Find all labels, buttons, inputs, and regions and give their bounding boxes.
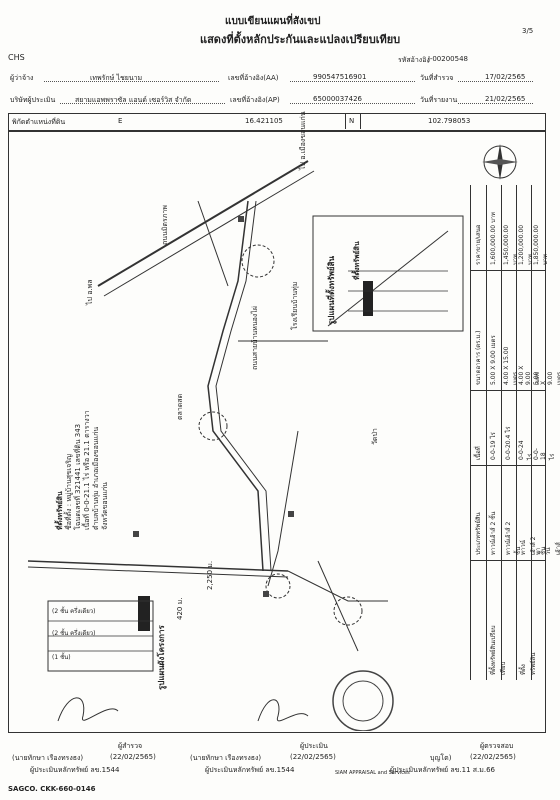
id-aa-value: 990547516901 xyxy=(313,73,367,81)
label-road-secondary: ถนนสายบ้านหนองไผ่ xyxy=(251,306,259,370)
reviewer-label: ผู้ตรวจสอบ xyxy=(480,742,514,750)
highway-road xyxy=(97,160,309,287)
table-header-price: ราคาขาย/เสนอ xyxy=(475,224,482,265)
date-survey-field xyxy=(458,71,533,82)
company-value: สยามแอพพราซัล แอนด์ เซอร์วิส จำกัด xyxy=(75,96,192,104)
company-stamp xyxy=(332,670,394,731)
label-temple: วัดป่า xyxy=(371,428,379,445)
secondary-road xyxy=(207,200,264,572)
row1-type: ทาวน์เฮ้าส์ 2 ชั้น xyxy=(490,511,497,555)
surveyor-label: ผู้สำรวจ xyxy=(118,742,143,750)
label-plan-title: รูปแผนผังโครงการ xyxy=(157,625,166,690)
label-to-phon: ไป อ.พล xyxy=(86,279,94,305)
stamp-text: SIAM APPRAISAL and Services xyxy=(335,770,410,776)
label-road-main: ถนนมิตรภาพ xyxy=(161,205,169,245)
date-survey-value: 17/02/2565 xyxy=(485,73,526,81)
site-box-line5: จังหวัดขอนแก่น xyxy=(101,482,109,530)
row4-area: 0-0-18 ไร่ xyxy=(533,448,556,460)
title-line1: แบบเขียนแผนที่สังเขป xyxy=(225,16,321,27)
id-ap-value: 65000037426 xyxy=(313,95,362,103)
location-map xyxy=(27,160,464,731)
title-line2: แสดงที่ตั้งหลักประกันและแปลงเปรียบเทียบ xyxy=(200,33,401,46)
id-aa-field xyxy=(290,71,415,82)
company-field xyxy=(60,93,225,104)
legend-title: ที่ตั้งทรัพย์สินเปรียบเทียบ xyxy=(490,625,507,675)
label-lot3: (1 ชั้น) xyxy=(52,654,71,661)
reviewer-name: บุญโต) xyxy=(430,754,452,762)
coord-n-label: N xyxy=(349,117,355,125)
label-lot2: (2 ชั้น ครึ่งเดียว) xyxy=(52,630,96,637)
row4-price: 1,850,000.00 บาท xyxy=(533,224,549,265)
surveyor-name: (นายทักษา เรืองทรงธง) xyxy=(12,754,84,762)
table-header-size: ขนาดอาคาร (ตร.ม.) xyxy=(475,330,482,385)
compass-icon xyxy=(482,144,518,180)
code-label: รหัสอ้างอิง xyxy=(398,56,430,64)
site-info-box: ที่ตั้งทรัพย์สิน ชื่อที่ตั้ง : หมู่บ้านส… xyxy=(55,395,109,530)
reviewer-license: ผู้ประเมินหลักทรัพย์ ลข.11 ส.ม.66 xyxy=(390,766,495,774)
appraiser-name: (นายทักษา เรืองทรงธง) xyxy=(190,754,262,762)
reviewer-date: (22/02/2565) xyxy=(470,753,516,761)
surveyor-license: ผู้ประเมินหลักทรัพย์ ลข.1544 xyxy=(30,766,120,774)
signature-1 xyxy=(57,697,119,722)
code-value: J-00200548 xyxy=(428,55,468,63)
coord-e-value: 16.421105 xyxy=(245,117,283,125)
page-number: 3/5 xyxy=(522,27,534,35)
label-inset-site: ที่ตั้งทรัพย์สิน xyxy=(353,241,361,280)
row1-size: 5.00 X 9.00 เมตร xyxy=(490,335,497,385)
bottom-road xyxy=(27,560,289,572)
row1-price: 1,600,000.00 บาท xyxy=(490,211,497,265)
company-label: บริษัทผู้ประเมิน xyxy=(10,96,56,104)
coord-n-value: 102.798053 xyxy=(428,117,471,125)
label-to-khonkaen: ไป อ.เมืองขอนแก่น xyxy=(299,111,307,170)
date-survey-label: วันที่สำรวจ xyxy=(420,74,454,82)
appraiser-label: ผู้ประเมิน xyxy=(300,742,328,750)
coord-label: พิกัดตำแหน่งที่ดิน xyxy=(12,118,66,126)
row4-size: 5.00 X 9.00 เมตร xyxy=(533,371,560,385)
customer-label: ผู้ว่าจ้าง xyxy=(10,74,34,82)
appraiser-license: ผู้ประเมินหลักทรัพย์ ลข.1544 xyxy=(205,766,295,774)
coord-e-label: E xyxy=(118,117,123,125)
date-report-field xyxy=(458,93,533,104)
date-report-label: วันที่รายงาน xyxy=(420,96,458,104)
customer-field xyxy=(44,71,219,82)
date-report-value: 21/02/2565 xyxy=(485,95,526,103)
surveyor-date: (22/02/2565) xyxy=(110,753,156,761)
appraiser-date: (22/02/2565) xyxy=(290,753,336,761)
legend-item: ที่ตั้งทรัพย์สิน xyxy=(520,652,537,675)
label-lot1: (2 ชั้น ครึ่งเดียว) xyxy=(52,608,96,615)
label-dist-2250: 2,250 ม. xyxy=(206,560,214,590)
inset-map xyxy=(312,215,464,332)
row4-type: ทาวน์เฮ้าส์ 2 ชั้น xyxy=(535,542,560,555)
subject-site-marker xyxy=(138,596,150,631)
row2-area: 0-0-20.4 ไร่ xyxy=(505,426,512,460)
map-frame xyxy=(8,131,546,733)
signature-2 xyxy=(257,699,309,722)
customer-value: เทพรักษ์ ไชยนาม xyxy=(90,74,143,82)
file-number: CHS xyxy=(8,53,25,62)
table-header-type: ประเภททรัพย์สิน xyxy=(475,512,482,555)
comparison-table: ราคาขาย/เสนอ ขนาดอาคาร (ตร.ม.) เนื้อที่ … xyxy=(470,185,560,680)
coord-divider xyxy=(345,113,361,129)
id-aa-label: เลขที่อ้างอิง(AA) xyxy=(228,74,279,82)
id-ap-field xyxy=(290,93,415,104)
label-school: โรงเรียนบ้านทุ่ม xyxy=(291,281,299,330)
label-dist-420: 420 ม. xyxy=(176,597,184,620)
label-market: ตลาดสด xyxy=(176,393,184,420)
footer-code: SAGCO. CKK-660-0146 xyxy=(8,785,96,793)
row1-area: 0-0-19 ไร่ xyxy=(490,432,497,460)
table-header-area: เนื้อที่ xyxy=(475,446,482,460)
coordinate-row xyxy=(8,113,546,131)
id-ap-label: เลขที่อ้างอิง(AP) xyxy=(230,96,280,104)
label-inset-title: รูปแผนที่ตั้งทรัพย์สิน xyxy=(327,256,336,325)
